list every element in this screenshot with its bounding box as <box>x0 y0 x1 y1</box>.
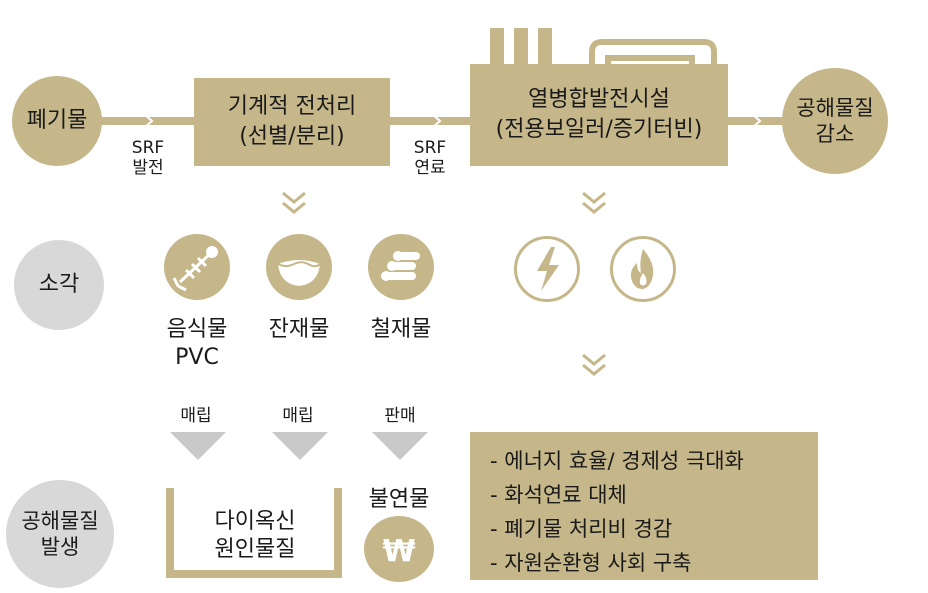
down-arrow <box>272 432 328 460</box>
fish-bone-icon <box>164 234 230 300</box>
material-label-metal: 철재물 <box>370 317 432 342</box>
factory-chimneys <box>484 28 734 72</box>
waste-label: 폐기물 <box>26 108 88 134</box>
benefits-list: - 에너지 효율/ 경제성 극대화 - 화석연료 대체 - 폐기물 처리비 경감… <box>470 432 818 580</box>
flow-arrow-2 <box>431 113 442 129</box>
disposal-label-landfill: 매립 <box>282 406 314 426</box>
down-arrow <box>170 432 226 460</box>
pretreatment-title: 기계적 전처리 <box>227 94 357 120</box>
material-label-residue: 잔재물 <box>268 317 330 342</box>
dioxin-bracket <box>166 488 342 578</box>
flame-icon <box>610 236 676 302</box>
benefit-item: - 에너지 효율/ 경제성 극대화 <box>490 449 744 473</box>
cogen-subtitle: (전용보일러/증기터빈) <box>495 117 703 142</box>
residue-bowl-icon <box>266 234 332 300</box>
benefit-item: - 자원순환형 사회 구축 <box>490 551 692 575</box>
incineration-node: 소각 <box>14 240 104 330</box>
chevron-down-icon <box>282 191 306 214</box>
disposal-label-sale: 판매 <box>384 406 416 426</box>
dioxin-label: 다이옥신 원인물질 <box>214 509 296 562</box>
chevron-down-icon <box>582 191 606 214</box>
srf-power-label: SRF 발전 <box>131 138 165 179</box>
pretreatment-box: 기계적 전처리 (선별/분리) <box>194 78 390 166</box>
flow-arrow-3 <box>751 113 762 129</box>
material-label-food: 음식물 PVC <box>166 317 228 370</box>
metal-pipes-icon <box>368 234 434 300</box>
down-arrow <box>372 432 428 460</box>
benefit-item: - 화석연료 대체 <box>490 483 627 507</box>
won-bag-icon: ₩ <box>364 516 434 582</box>
benefit-item: - 폐기물 처리비 경감 <box>490 517 673 541</box>
noncombustible-label: 불연물 <box>368 487 430 512</box>
svg-text:₩: ₩ <box>382 534 415 569</box>
flow-arrow-1 <box>143 113 154 129</box>
disposal-label-landfill: 매립 <box>180 406 212 426</box>
srf-fuel-label: SRF 연료 <box>413 138 447 179</box>
cogen-box: 열병합발전시설 (전용보일러/증기터빈) <box>470 64 728 166</box>
waste-node: 폐기물 <box>12 76 102 166</box>
cogen-title: 열병합발전시설 <box>528 87 670 113</box>
pollutant-reduction-node: 공해물질 감소 <box>782 68 888 174</box>
flow-line <box>60 117 830 125</box>
chevron-down-icon <box>582 353 606 376</box>
lightning-icon <box>514 236 580 302</box>
pretreatment-subtitle: (선별/분리) <box>239 124 345 149</box>
pollutant-generation-node: 공해물질 발생 <box>6 480 114 588</box>
